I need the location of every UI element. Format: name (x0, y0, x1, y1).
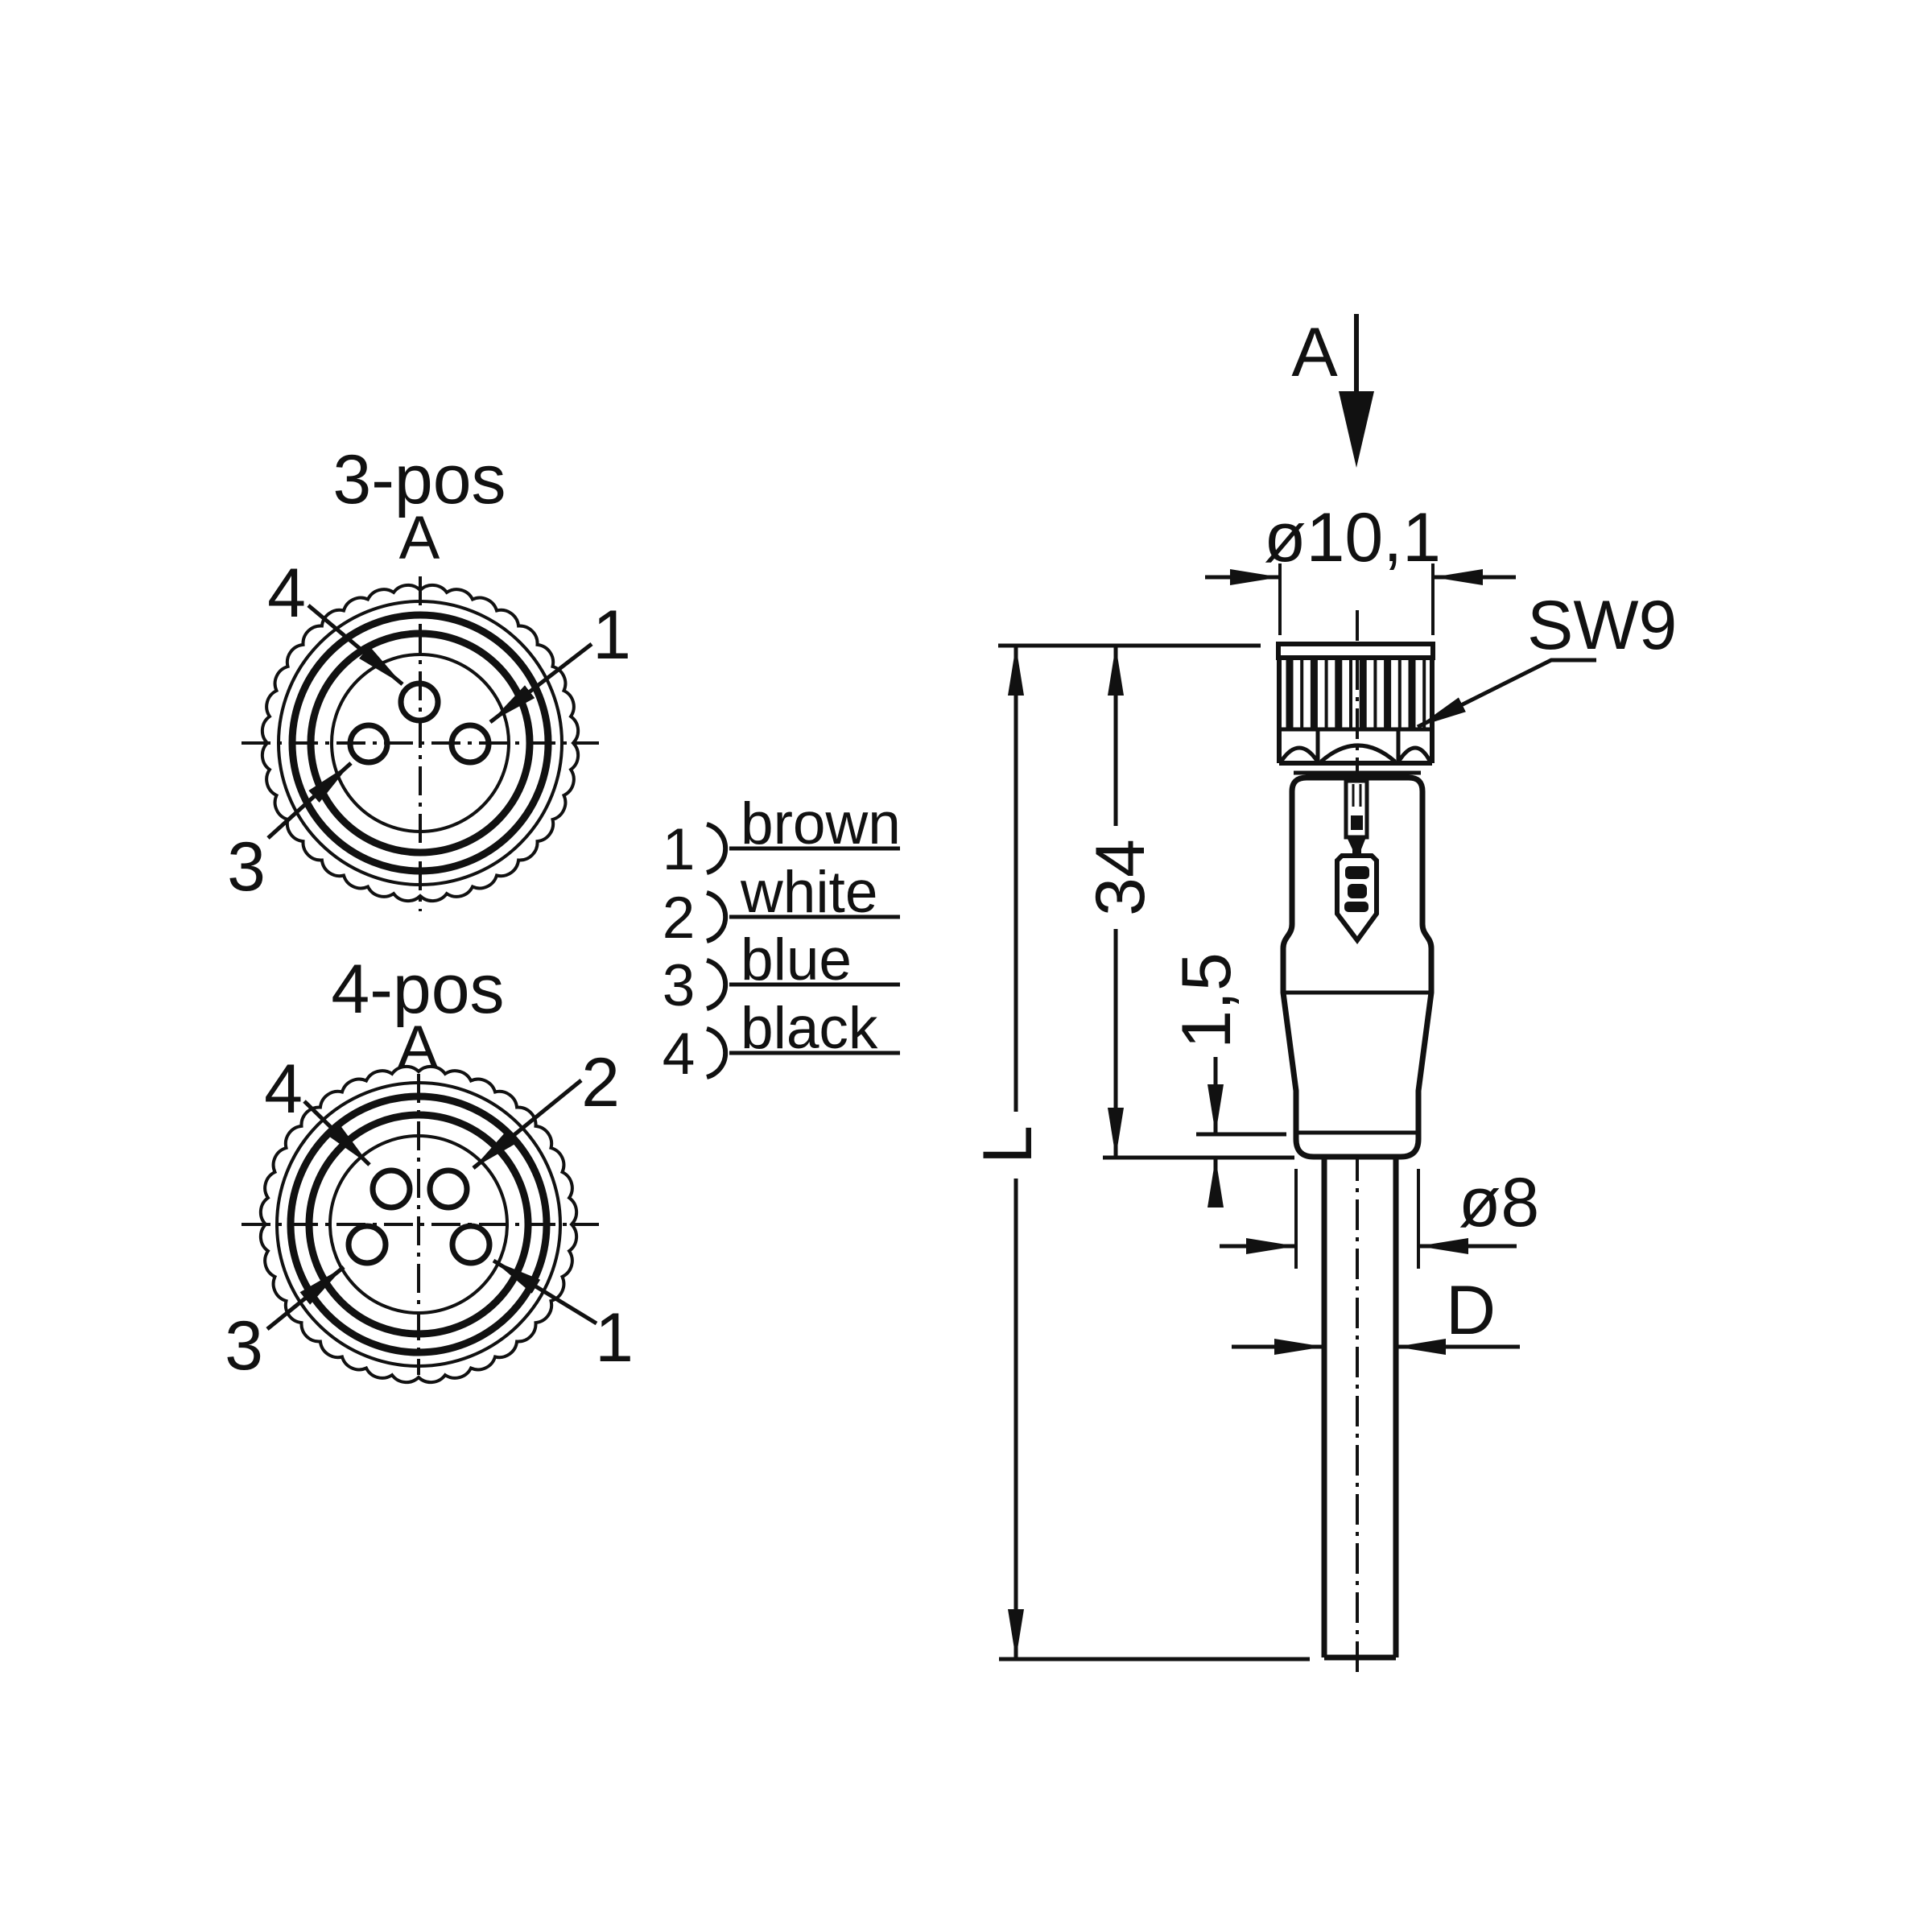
dim-label-collar-thickness: 1,5 (1168, 952, 1245, 1049)
4pos-pin-leaders (266, 1079, 598, 1331)
face-view-3pos: 3-pos A 4 1 3 (227, 441, 631, 911)
wire-color-label: brown (741, 791, 901, 857)
4pos-knurled-ring (258, 1064, 579, 1385)
nut-top-band (1276, 642, 1435, 660)
dim-label-top-diameter: ø10,1 (1264, 499, 1441, 576)
wire-row-1: 1 brown (663, 791, 901, 882)
wire-color-label: white (740, 860, 877, 925)
dim-extension-lines (998, 643, 1310, 1662)
3pos-knurled-ring (260, 583, 580, 903)
3pos-title: 3-pos (332, 441, 506, 518)
section-arrow-label: A (1291, 314, 1338, 391)
connector-outline (1276, 642, 1435, 1661)
3pos-pin-label-1: 1 (592, 597, 631, 674)
wire-color-label: blue (741, 927, 852, 993)
3pos-insert-circle (307, 630, 534, 857)
contact-arc-icon (706, 890, 729, 943)
4pos-leader-1 (492, 1258, 598, 1326)
marking-plate-print (1344, 866, 1369, 912)
housing-outline (1280, 774, 1435, 1160)
3pos-face-circle (330, 653, 510, 833)
3pos-leader-4 (307, 604, 404, 686)
3pos-section-label: A (399, 504, 440, 572)
wire-pin-number: 2 (663, 886, 696, 951)
wire-row-4: 4 black (663, 996, 900, 1087)
internal-contact (1344, 778, 1369, 840)
dim-label-body-length: 34 (1082, 839, 1159, 916)
dim-label-exit-diameter: ø8 (1459, 1164, 1539, 1241)
4pos-pin-1 (449, 1223, 493, 1266)
3pos-pin-3 (347, 722, 390, 766)
4pos-outer-circle (275, 1081, 562, 1368)
contact-arc-icon (706, 1026, 729, 1080)
3pos-pin-leaders (266, 604, 593, 840)
wire-color-legend: 1 brown 2 white 3 blue 4 black (663, 791, 901, 1087)
3pos-pin-label-3: 3 (227, 828, 266, 906)
4pos-pin-2 (427, 1167, 470, 1211)
3pos-outer-circle (277, 600, 564, 886)
3pos-thread-circle (288, 611, 552, 875)
4pos-leader-4 (303, 1100, 371, 1166)
contact-stem (1347, 837, 1366, 857)
4pos-face-circle (328, 1134, 509, 1315)
nut-hex-flats (1279, 731, 1432, 763)
4pos-pin-label-3: 3 (225, 1307, 263, 1385)
side-view: A (969, 314, 1677, 1679)
wire-color-label: black (741, 996, 878, 1061)
nut-knurl-stripes (1286, 659, 1426, 728)
dim-label-cable-diameter: D (1446, 1272, 1496, 1349)
dim-label-overall-length: L (969, 1125, 1046, 1164)
wire-row-2: 2 white (663, 860, 900, 951)
4pos-insert-circle (305, 1111, 532, 1338)
contact-arc-icon (706, 958, 729, 1011)
wire-pin-number: 3 (663, 953, 696, 1018)
3pos-pin-4 (398, 680, 441, 724)
4pos-title: 4-pos (331, 951, 504, 1028)
dim-label-wrench-size: SW9 (1527, 587, 1677, 664)
contact-arc-icon (706, 822, 729, 875)
face-view-4pos: 4-pos A 4 2 3 1 (225, 951, 634, 1385)
4pos-leader-2 (472, 1079, 583, 1170)
3pos-pin-1 (448, 722, 492, 766)
4pos-pin-label-1: 1 (595, 1299, 634, 1377)
4pos-pin-3 (345, 1223, 389, 1266)
3pos-pin-label-4: 4 (267, 555, 306, 632)
internal-contact-slots (1352, 784, 1362, 807)
wrench-size-leader (1416, 658, 1596, 729)
4pos-pin-label-2: 2 (581, 1044, 620, 1121)
3pos-leader-3 (266, 762, 353, 840)
wire-pin-number: 4 (663, 1022, 696, 1087)
wire-pin-number: 1 (663, 817, 696, 882)
cable (1321, 1157, 1399, 1661)
wire-row-3: 3 blue (663, 927, 900, 1018)
3pos-leader-1 (489, 642, 593, 724)
dim-exit-diameter (1220, 1169, 1517, 1269)
dim-top-diameter (1205, 564, 1516, 635)
4pos-pin-4 (369, 1167, 413, 1211)
section-arrow-icon (1339, 391, 1374, 468)
4pos-pin-label-4: 4 (264, 1051, 303, 1128)
contact-detail-block (1351, 815, 1363, 830)
4pos-centerlines (242, 1074, 599, 1375)
4pos-thread-circle (287, 1092, 551, 1356)
4pos-leader-3 (266, 1265, 345, 1331)
